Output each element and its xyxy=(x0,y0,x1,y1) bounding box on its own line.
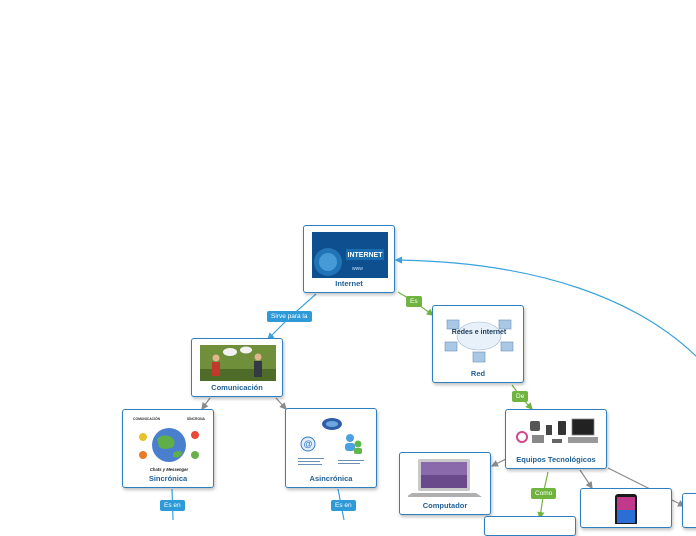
connector-curve-internet xyxy=(394,256,696,358)
node-internet-label: Internet xyxy=(335,279,363,288)
tag-de[interactable]: De xyxy=(512,391,529,402)
node-red-label: Red xyxy=(470,369,486,378)
tag-como[interactable]: Como xyxy=(531,488,557,499)
node-asincronica[interactable]: @ Asincrónica xyxy=(285,408,377,488)
svg-text:@: @ xyxy=(304,439,313,449)
node-computador[interactable]: Computador xyxy=(399,452,491,515)
connector-comunicacion-sincronica xyxy=(201,397,211,410)
equipos-image xyxy=(514,415,600,453)
node-internet[interactable]: INTERNET www Internet xyxy=(303,225,395,293)
sincronica-image-caption: Chats y Messenger xyxy=(150,467,189,472)
tag-es[interactable]: Es xyxy=(406,296,422,307)
connector-layer xyxy=(171,256,696,520)
tag-es-en-sincronica[interactable]: Es en xyxy=(160,500,185,511)
node-phone[interactable] xyxy=(580,488,672,528)
node-comunicacion-label: Comunicación xyxy=(211,383,263,392)
red-image: Redes e internet xyxy=(441,312,517,368)
comunicacion-image xyxy=(200,345,276,381)
sincronica-image-header-right: SÍNCRONA xyxy=(187,416,206,421)
node-red[interactable]: Redes e internet Red xyxy=(432,305,524,383)
node-comunicacion[interactable]: Comunicación xyxy=(191,338,283,397)
node-equipos-label: Equipos Tecnológicos xyxy=(516,455,596,464)
node-equipos-tecnologicos[interactable]: Equipos Tecnológicos xyxy=(505,409,607,469)
sincronica-image-header-left: COMUNICACIÓN xyxy=(133,416,161,421)
node-bottom-como[interactable] xyxy=(484,516,576,536)
node-asincronica-label: Asincrónica xyxy=(309,474,353,483)
red-image-text: Redes e internet xyxy=(452,329,507,336)
phone-image xyxy=(615,494,637,524)
connector-equipos-phone xyxy=(579,469,593,489)
tag-sirve-para-la[interactable]: Sirve para la xyxy=(267,311,312,322)
node-right-edge[interactable] xyxy=(682,493,696,528)
node-sincronica[interactable]: COMUNICACIÓN SÍNCRONA Chats y Messenger … xyxy=(122,409,214,488)
node-computador-label: Computador xyxy=(422,501,468,510)
tag-es-en-asincronica[interactable]: Es en xyxy=(331,500,356,511)
sincronica-image: COMUNICACIÓN SÍNCRONA Chats y Messenger xyxy=(131,415,207,473)
internet-banner-text: INTERNET xyxy=(348,252,384,259)
computador-image xyxy=(408,457,484,499)
internet-banner-sub: www xyxy=(352,266,363,272)
internet-image: INTERNET www xyxy=(312,232,388,278)
connector-comunicacion-asincronica xyxy=(275,397,287,410)
asincronica-image: @ xyxy=(294,414,370,472)
connector-equipos-computador xyxy=(490,458,507,467)
node-sincronica-label: Sincrónica xyxy=(148,474,188,483)
